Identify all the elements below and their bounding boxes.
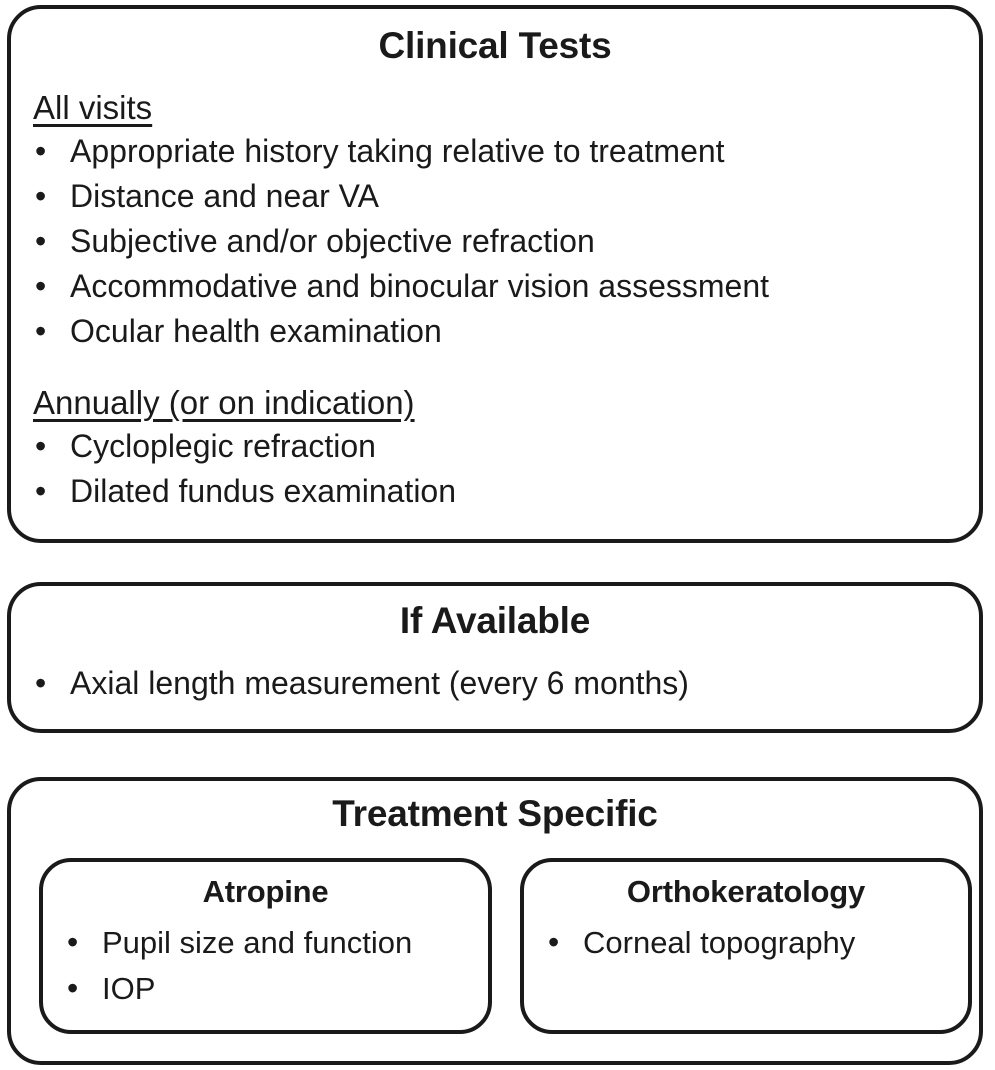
bullet-icon: •: [35, 428, 47, 464]
panel-if-available: If Available • Axial length measurement …: [7, 582, 983, 733]
list-item: • Appropriate history taking relative to…: [33, 129, 769, 174]
atropine-list: • Pupil size and function • IOP: [43, 920, 488, 1012]
bullet-icon: •: [35, 313, 47, 349]
list-item: • Ocular health examination: [33, 309, 769, 354]
subpanel-orthokeratology: Orthokeratology • Corneal topography: [520, 858, 972, 1034]
bullet-icon: •: [35, 268, 47, 304]
list-item-label: Accommodative and binocular vision asses…: [70, 268, 769, 304]
bullet-icon: •: [35, 665, 47, 701]
list-item-label: Corneal topography: [583, 925, 856, 960]
subpanel-title-atropine: Atropine: [202, 874, 329, 909]
list-item-label: Pupil size and function: [102, 925, 413, 960]
orthokeratology-list: • Corneal topography: [524, 920, 968, 966]
panel-clinical-tests: Clinical Tests All visits • Appropriate …: [7, 5, 983, 543]
group-all-visits: All visits • Appropriate history taking …: [33, 91, 769, 354]
list-item: • Accommodative and binocular vision ass…: [33, 264, 769, 309]
list-item-label: Subjective and/or objective refraction: [70, 223, 595, 259]
list-item: • Cycloplegic refraction: [33, 424, 456, 469]
list-item-label: Axial length measurement (every 6 months…: [70, 665, 689, 701]
list-item-label: Appropriate history taking relative to t…: [70, 133, 725, 169]
list-item-label: Cycloplegic refraction: [70, 428, 376, 464]
list-item: • Distance and near VA: [33, 174, 769, 219]
bullet-icon: •: [35, 223, 47, 259]
subpanel-atropine: Atropine • Pupil size and function • IOP: [39, 858, 492, 1034]
panel-treatment-specific: Treatment Specific Atropine • Pupil size…: [7, 777, 983, 1065]
list-item-label: Ocular health examination: [70, 313, 442, 349]
bullet-icon: •: [35, 473, 47, 509]
group-annually-list: • Cycloplegic refraction • Dilated fundu…: [33, 424, 456, 514]
list-item: • Corneal topography: [546, 920, 968, 966]
group-all-visits-heading-wrap: All visits: [33, 91, 769, 124]
list-item: • Axial length measurement (every 6 mont…: [33, 661, 689, 706]
bullet-icon: •: [548, 924, 560, 960]
bullet-icon: •: [35, 178, 47, 214]
list-item: • IOP: [65, 966, 488, 1012]
list-item: • Dilated fundus examination: [33, 469, 456, 514]
bullet-icon: •: [67, 924, 79, 960]
group-all-visits-list: • Appropriate history taking relative to…: [33, 129, 769, 354]
group-annually-heading-wrap: Annually (or on indication): [33, 386, 456, 419]
group-annually: Annually (or on indication) • Cycloplegi…: [33, 386, 456, 514]
bullet-icon: •: [67, 970, 79, 1006]
list-item-label: IOP: [102, 971, 156, 1006]
subpanel-title-orthokeratology: Orthokeratology: [626, 874, 866, 909]
group-all-visits-heading: All visits: [33, 89, 153, 126]
if-available-list: • Axial length measurement (every 6 mont…: [33, 661, 689, 706]
panel-title-if-available: If Available: [399, 600, 591, 641]
list-item-label: Distance and near VA: [70, 178, 379, 214]
panel-title-clinical-tests: Clinical Tests: [378, 25, 612, 66]
list-item: • Subjective and/or objective refraction: [33, 219, 769, 264]
bullet-icon: •: [35, 133, 47, 169]
list-item-label: Dilated fundus examination: [70, 473, 457, 509]
panel-title-treatment-specific: Treatment Specific: [332, 793, 658, 834]
list-item: • Pupil size and function: [65, 920, 488, 966]
group-annually-heading: Annually (or on indication): [33, 384, 415, 421]
